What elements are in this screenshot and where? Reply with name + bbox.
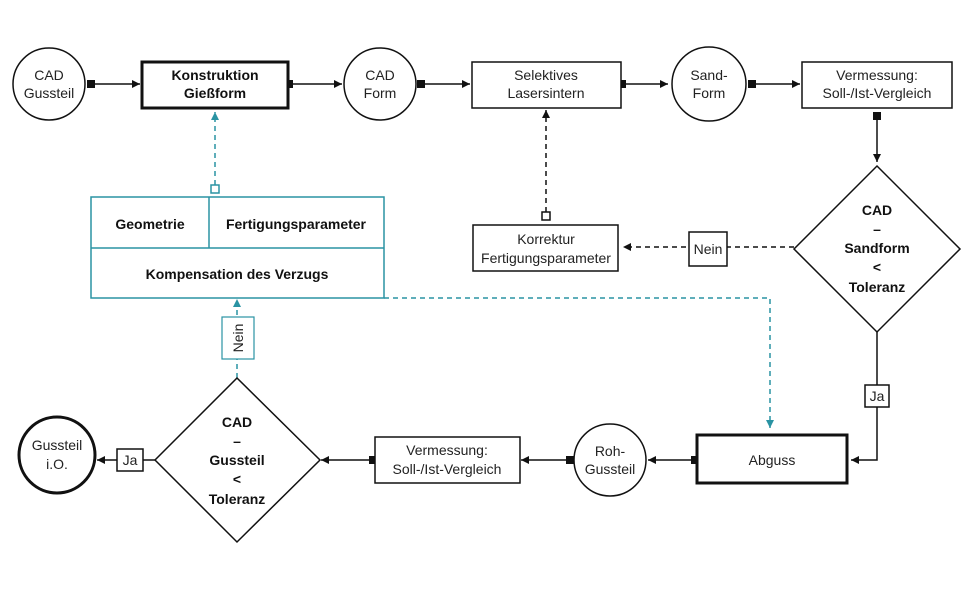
edge-open-start-marker <box>210 184 220 194</box>
edge-start-marker <box>369 456 377 464</box>
svg-text:<: < <box>873 259 881 275</box>
svg-text:Gussteil: Gussteil <box>209 452 264 468</box>
svg-text:Soll-/Ist-Vergleich: Soll-/Ist-Vergleich <box>393 461 502 477</box>
svg-text:Roh-: Roh- <box>595 443 626 459</box>
node-vermessung-top: Vermessung: Soll-/Ist-Vergleich <box>801 61 953 109</box>
svg-text:<: < <box>233 471 241 487</box>
edge-start-marker <box>618 80 626 88</box>
svg-text:Nein: Nein <box>694 241 723 257</box>
node-roh-gussteil: Roh- Gussteil <box>573 423 647 497</box>
compensation-kompensation: Kompensation des Verzugs <box>146 266 329 282</box>
svg-text:Konstruktion: Konstruktion <box>171 67 258 83</box>
svg-text:Gießform: Gießform <box>184 85 246 101</box>
svg-text:Form: Form <box>364 85 397 101</box>
svg-text:CAD: CAD <box>34 67 64 83</box>
node-vermessung-bottom: Vermessung: Soll-/Ist-Vergleich <box>374 436 521 484</box>
label-nein-sandform: Nein <box>688 231 728 267</box>
node-korrektur-fertigungsparameter: Korrektur Fertigungsparameter <box>472 224 619 272</box>
node-selektives-lasersintern: Selektives Lasersintern <box>471 61 622 109</box>
decision-cad-sandform-toleranz: CAD – Sandform < Toleranz <box>792 164 962 334</box>
svg-text:Toleranz: Toleranz <box>849 279 906 295</box>
svg-text:i.O.: i.O. <box>46 456 68 472</box>
svg-text:Gussteil: Gussteil <box>585 461 636 477</box>
svg-text:Sandform: Sandform <box>844 240 909 256</box>
label-ja-sandform: Ja <box>864 384 890 408</box>
svg-text:–: – <box>873 221 881 237</box>
node-cad-form: CAD Form <box>343 47 417 121</box>
edge-start-marker <box>417 80 425 88</box>
svg-text:–: – <box>233 433 241 449</box>
svg-text:Nein: Nein <box>230 324 246 353</box>
label-nein-gussteil: Nein <box>221 316 255 360</box>
edge-start-marker <box>873 112 881 120</box>
edge-open-start-marker <box>541 211 551 221</box>
svg-text:Form: Form <box>693 85 726 101</box>
node-cad-gussteil: CAD Gussteil <box>12 47 86 121</box>
compensation-fertigungsparameter: Fertigungsparameter <box>226 216 367 232</box>
svg-text:Lasersintern: Lasersintern <box>507 85 584 101</box>
edge-decision-ja-to-abguss <box>851 332 878 464</box>
svg-text:Gussteil: Gussteil <box>32 437 83 453</box>
compensation-geometrie: Geometrie <box>115 216 184 232</box>
edge-start-marker <box>87 80 95 88</box>
node-abguss: Abguss <box>695 433 849 485</box>
svg-text:Vermessung:: Vermessung: <box>836 67 918 83</box>
svg-text:CAD: CAD <box>862 202 892 218</box>
svg-text:Ja: Ja <box>870 388 885 404</box>
node-gussteil-io: Gussteil i.O. <box>17 415 97 495</box>
svg-text:Korrektur: Korrektur <box>517 231 575 247</box>
svg-text:Sand-: Sand- <box>690 67 728 83</box>
svg-text:Abguss: Abguss <box>749 452 796 468</box>
label-ja-gussteil: Ja <box>116 448 144 472</box>
svg-text:Vermessung:: Vermessung: <box>406 442 488 458</box>
node-konstruktion-giessform: Konstruktion Gießform <box>140 60 290 110</box>
svg-text:Toleranz: Toleranz <box>209 491 266 507</box>
edge-compensation-to-abguss <box>384 297 774 428</box>
svg-text:Gussteil: Gussteil <box>24 85 75 101</box>
decision-cad-gussteil-toleranz: CAD – Gussteil < Toleranz <box>153 376 322 544</box>
edge-start-marker <box>748 80 756 88</box>
node-sandform: Sand- Form <box>671 46 747 122</box>
svg-text:Soll-/Ist-Vergleich: Soll-/Ist-Vergleich <box>823 85 932 101</box>
edge-start-marker <box>691 456 699 464</box>
svg-text:CAD: CAD <box>365 67 395 83</box>
svg-text:Ja: Ja <box>123 452 138 468</box>
svg-text:CAD: CAD <box>222 414 252 430</box>
edge-start-marker <box>566 456 574 464</box>
svg-text:Fertigungsparameter: Fertigungsparameter <box>481 250 611 266</box>
svg-text:Selektives: Selektives <box>514 67 578 83</box>
compensation-block: Geometrie Fertigungsparameter Kompensati… <box>90 196 385 299</box>
